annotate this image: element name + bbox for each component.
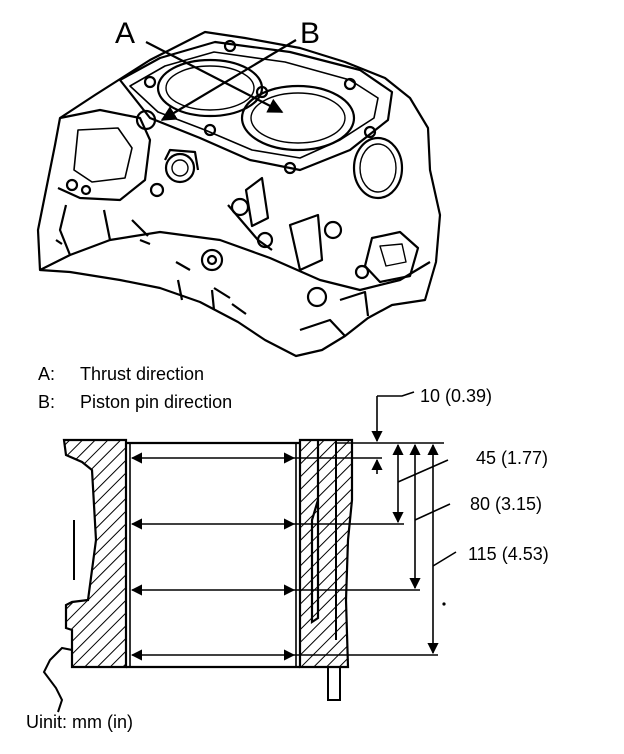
thrust-direction-arrow — [145, 41, 284, 113]
measurement-lines — [130, 452, 438, 661]
right-wall-section — [298, 438, 354, 669]
dimension-label-10: 10 (0.39) — [420, 386, 493, 406]
dimension-label-45: 45 (1.77) — [476, 448, 549, 468]
marker-a-label: A — [115, 17, 136, 50]
bore-cross-section — [42, 438, 444, 713]
left-wall-section — [62, 438, 128, 669]
unit-note: Uinit: mm (in) — [26, 712, 133, 732]
marker-b-label: B — [300, 17, 321, 50]
legend-a-key: A: — [38, 364, 56, 384]
dimension-arrows — [371, 391, 457, 655]
piston-pin-direction-arrow — [160, 39, 297, 121]
direction-arrows — [145, 39, 297, 121]
legend-b-key: B: — [38, 392, 56, 412]
dimension-label-115: 115 (4.53) — [468, 544, 549, 564]
dimension-label-80: 80 (3.15) — [470, 494, 543, 514]
legend-b-text: Piston pin direction — [80, 392, 233, 412]
legend-a-text: Thrust direction — [80, 364, 205, 384]
engine-block-illustration — [36, 30, 442, 358]
